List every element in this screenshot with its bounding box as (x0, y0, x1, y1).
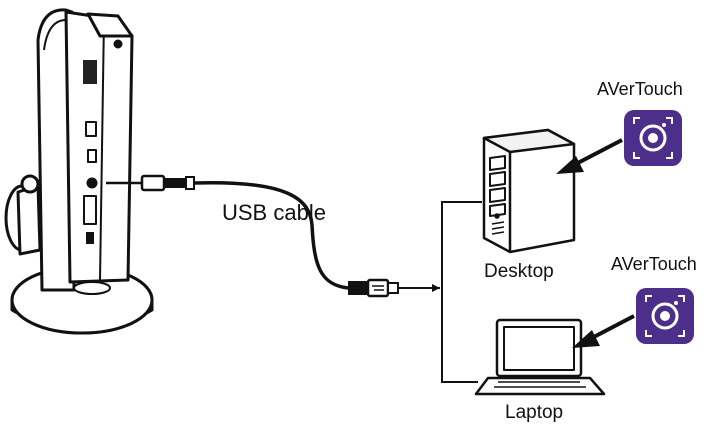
connection-bracket (398, 201, 482, 383)
usb-cable-label: USB cable (222, 200, 326, 225)
laptop-icon (474, 318, 606, 396)
desktop-label: Desktop (484, 261, 554, 282)
document-camera-icon (4, 8, 154, 335)
desktop-tower-icon (482, 128, 576, 254)
usb-cable (106, 174, 399, 298)
avertouch-label-bottom: AVerTouch (611, 254, 697, 274)
app-arrows (556, 138, 635, 348)
avertouch-label-top: AVerTouch (597, 79, 683, 99)
avertouch-app-icon (624, 110, 682, 166)
avertouch-app-icon (636, 288, 694, 344)
laptop-label: Laptop (505, 402, 564, 423)
